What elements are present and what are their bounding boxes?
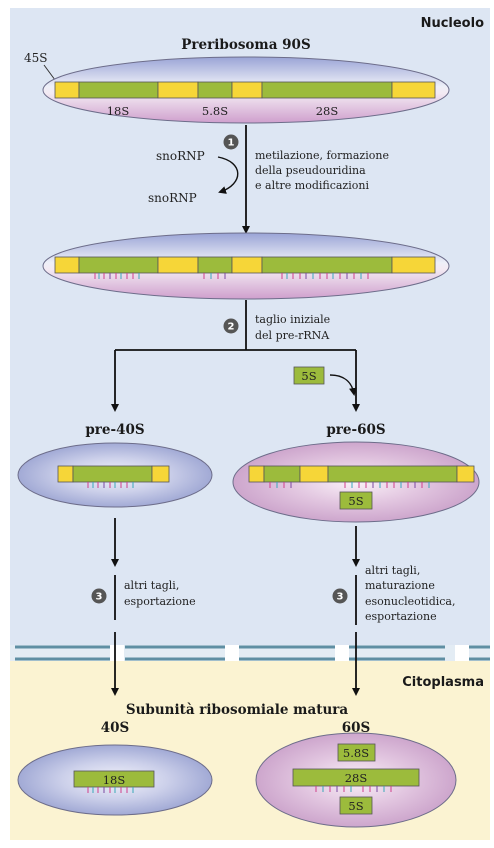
nucleus-label: Nucleolo — [421, 16, 485, 31]
segment-28s-label: 28S — [316, 104, 339, 118]
step3-right-line1: altri tagli, — [365, 564, 420, 577]
modification-ticks-pre60s — [269, 482, 430, 488]
pre40s-title: pre-40S — [85, 422, 144, 438]
pre60s-rna-bar — [248, 465, 475, 483]
step1-number: 1 — [228, 138, 235, 149]
modification-ticks-60s — [315, 786, 392, 792]
free-5s-label: 5S — [301, 369, 316, 383]
mature-28s-label: 28S — [345, 771, 368, 785]
snornp-in-label: snoRNP — [156, 149, 205, 163]
modification-ticks-90s — [94, 273, 369, 279]
pre60s-title: pre-60S — [326, 422, 385, 438]
mature-60s-label: 60S — [342, 720, 371, 736]
step2-marker — [223, 318, 239, 334]
step3-left-marker — [91, 588, 107, 604]
pre60s-5s-rna — [339, 491, 373, 510]
mature-5-8s-rna — [337, 743, 376, 762]
step3-left-number: 3 — [96, 592, 103, 603]
mature-28s-rna — [292, 768, 420, 787]
mature-40s-label: 40S — [101, 720, 130, 736]
free-5s-rna — [293, 366, 325, 385]
step3-left-line1: altri tagli, — [124, 579, 179, 592]
rna-45s-modified-bar — [54, 256, 436, 274]
rna-45s-bar — [54, 81, 436, 99]
mature-5s-label: 5S — [348, 799, 363, 813]
free-5s-join-arrow — [329, 374, 357, 396]
step2-line1: taglio iniziale — [255, 313, 330, 326]
step3-right-line3: esonucleotidica, — [365, 595, 455, 608]
pre40s-rna-bar — [57, 465, 170, 483]
step1-line2: della pseudouridina — [255, 164, 366, 177]
precursor-45s-label: 45S — [24, 51, 48, 65]
pre60s-5s-label: 5S — [348, 494, 363, 508]
step1-line1: metilazione, formazione — [255, 149, 389, 162]
modification-ticks-pre40s — [87, 482, 134, 488]
mature-18s-label: 18S — [103, 773, 126, 787]
segment-5-8s-label: 5.8S — [202, 104, 228, 118]
step1-marker — [223, 134, 239, 150]
modification-ticks-40s — [87, 787, 134, 793]
cytoplasm-label: Citoplasma — [402, 675, 484, 690]
step3-right-line4: esportazione — [365, 610, 437, 623]
preribosome-title: Preribosoma 90S — [181, 37, 310, 53]
snornp-cycle-arrow — [217, 156, 239, 194]
step1-line3: e altre modificazioni — [255, 179, 369, 192]
mature-5s-rna — [339, 796, 373, 815]
mature-subunit-title: Subunità ribosomiale matura — [126, 702, 349, 718]
mature-18s-rna — [73, 770, 155, 788]
step3-left-line2: esportazione — [124, 595, 196, 608]
step3-right-marker — [332, 588, 348, 604]
mature-5-8s-label: 5.8S — [343, 746, 369, 760]
nuclear-envelope — [10, 645, 490, 661]
step2-line2: del pre-rRNA — [255, 329, 330, 342]
step3-right-number: 3 — [337, 592, 344, 603]
step2-number: 2 — [228, 322, 235, 333]
snornp-out-label: snoRNP — [148, 191, 197, 205]
segment-18s-label: 18S — [107, 104, 130, 118]
step3-right-line2: maturazione — [365, 579, 435, 592]
